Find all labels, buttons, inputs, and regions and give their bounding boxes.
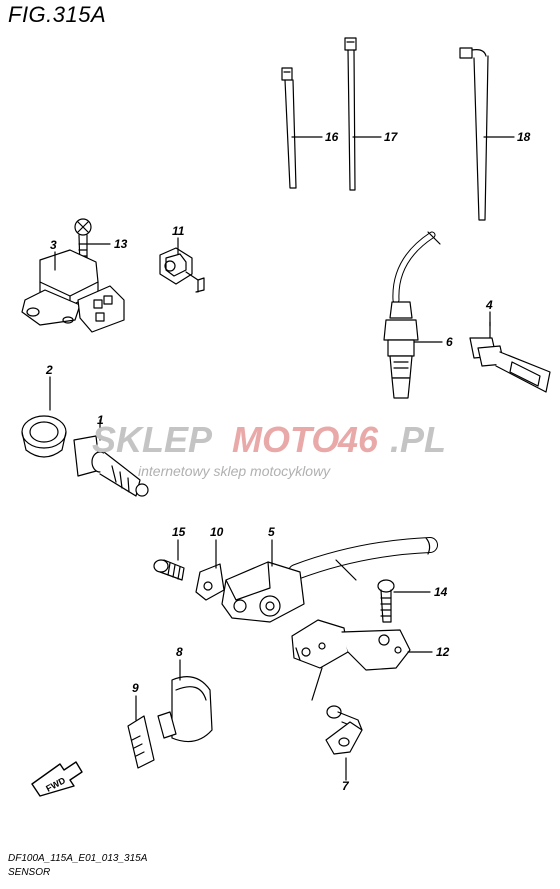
sensor-7: [325, 705, 363, 755]
watermark: SKLEP MOTO 46 .PL internetowy sklep moto…: [92, 419, 446, 479]
knock-sensor-11: [159, 247, 205, 293]
bolt-15: [153, 559, 185, 581]
temp-sensor-4: [469, 321, 551, 393]
sensor-1: [73, 435, 149, 497]
cable-tie-17: [344, 37, 357, 191]
watermark-part2: MOTO: [232, 419, 339, 460]
callout-11: 11: [172, 224, 185, 238]
callout-17: 17: [384, 130, 399, 144]
watermark-part3: 46: [337, 419, 379, 460]
watermark-part1: SKLEP: [92, 419, 213, 460]
callout-8: 8: [176, 645, 183, 659]
cable-tie-16: [281, 67, 297, 189]
figure-name: SENSOR: [8, 867, 51, 878]
sensor-harness-5: [221, 537, 438, 623]
callout-12: 12: [436, 645, 450, 659]
callout-16: 16: [325, 130, 339, 144]
bracket-12: [291, 619, 411, 671]
fwd-arrow-icon: [31, 761, 83, 797]
callout-1: 1: [97, 413, 104, 427]
callout-9: 9: [132, 681, 139, 695]
watermark-part4: .PL: [390, 419, 446, 460]
callout-5: 5: [268, 525, 275, 539]
clip-9: [127, 715, 155, 769]
bolt-13: [74, 218, 92, 269]
clamp-8: [157, 676, 213, 743]
callout-3: 3: [50, 238, 57, 252]
leader-assembly: [311, 667, 323, 701]
bolt-14: [377, 579, 395, 623]
callout-14: 14: [434, 585, 448, 599]
callout-6: 6: [446, 335, 453, 349]
callout-18: 18: [517, 130, 531, 144]
figure-title: FIG.315A: [8, 2, 107, 27]
callout-4: 4: [485, 298, 493, 312]
callout-10: 10: [210, 525, 224, 539]
callout-7: 7: [342, 779, 350, 793]
map-sensor-3: [21, 249, 125, 333]
o2-sensor-6: [383, 231, 441, 399]
figure-code: DF100A_115A_E01_013_315A: [8, 853, 148, 864]
cable-tie-18: [459, 47, 489, 221]
callout-13: 13: [114, 237, 128, 251]
plate-10: [195, 563, 225, 601]
grommet-2: [21, 415, 67, 458]
watermark-tagline: internetowy sklep motocyklowy: [138, 463, 331, 479]
callout-2: 2: [45, 363, 53, 377]
callout-15: 15: [172, 525, 186, 539]
